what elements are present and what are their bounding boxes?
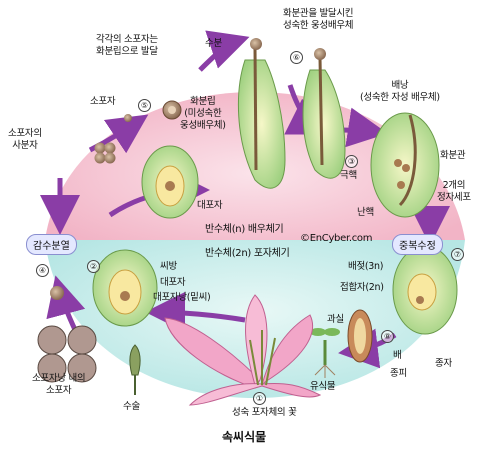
step-6: ⑥ (290, 51, 303, 64)
label-embryo: 배 (393, 350, 402, 361)
stamen-img (129, 344, 141, 376)
cycle-arrow (145, 292, 246, 333)
step-3: ③ (345, 155, 358, 168)
pollen-tube-img-2 (302, 48, 346, 179)
label-egg-nucleus: 난핵 (357, 207, 374, 218)
label-seed-coat: 종피 (390, 368, 407, 379)
step-8: ⑧ (381, 330, 394, 343)
label-pollen-grain: 화분립 (미성숙한 웅성배우체) (180, 96, 226, 131)
meiosis-cell-img (50, 286, 64, 300)
label-endosperm: 배젖(3n) (348, 261, 384, 272)
step-4: ④ (36, 264, 49, 277)
label-pollen-tube-gametophyte: 화분관을 발달시킨 성숙한 웅성배우체 (283, 8, 354, 31)
label-sporangium-microspore: 소포자낭 내의 소포자 (32, 373, 86, 396)
diagram-title: 속씨식물 (222, 430, 267, 444)
label-pollen-tube: 화분관 (440, 150, 466, 161)
label-ovule: 씨방 (160, 261, 177, 272)
label-two-sperm: 2개의 정자세포 (437, 180, 471, 203)
label-zygote: 접합자(2n) (340, 282, 384, 293)
step-7: ⑦ (451, 248, 464, 261)
label-microspore: 소포자 (90, 96, 116, 107)
step-5: ⑤ (138, 99, 151, 112)
label-each-spore: 각각의 소포자는 화분립으로 발달 (96, 34, 158, 57)
label-fruit-wall: 과실 (327, 314, 344, 325)
microspore-tetrad-img (94, 142, 116, 164)
flower-img (164, 294, 322, 406)
label-megaspore-2: 대포자 (160, 277, 186, 288)
cycle-arrow (198, 30, 250, 72)
step-2: ② (87, 260, 100, 273)
label-microspore-tetrad: 소포자의 사분자 (8, 128, 42, 151)
label-megasporangium: 대포자낭(밑씨) (153, 292, 211, 303)
meiosis-badge: 감수분열 (26, 234, 77, 255)
label-seedling: 유식물 (310, 381, 336, 392)
label-diploid: 반수체(2n) 포자체기 (205, 248, 290, 259)
label-megaspore: 대포자 (197, 200, 223, 211)
label-pollination: 수분 (205, 38, 222, 49)
seedling-img (310, 328, 340, 378)
label-embryo-sac: 배낭 (성숙한 자성 배우체) (360, 80, 440, 103)
sporangium-img (37, 325, 97, 383)
microspore-img (124, 114, 132, 122)
copyright: ©EnCyber.com (300, 233, 373, 244)
label-flower: 성숙 포자체의 꽃 (232, 407, 297, 418)
step-1: ① (253, 392, 266, 405)
label-polar-nuclei: 극핵 (340, 170, 357, 181)
double-fertilization-badge: 중복수정 (392, 234, 443, 255)
label-haploid: 반수체(n) 배우체기 (205, 224, 284, 235)
pollen-tube-img-1 (237, 38, 286, 189)
label-seed: 종자 (435, 358, 452, 369)
label-stamen: 수술 (123, 401, 140, 412)
